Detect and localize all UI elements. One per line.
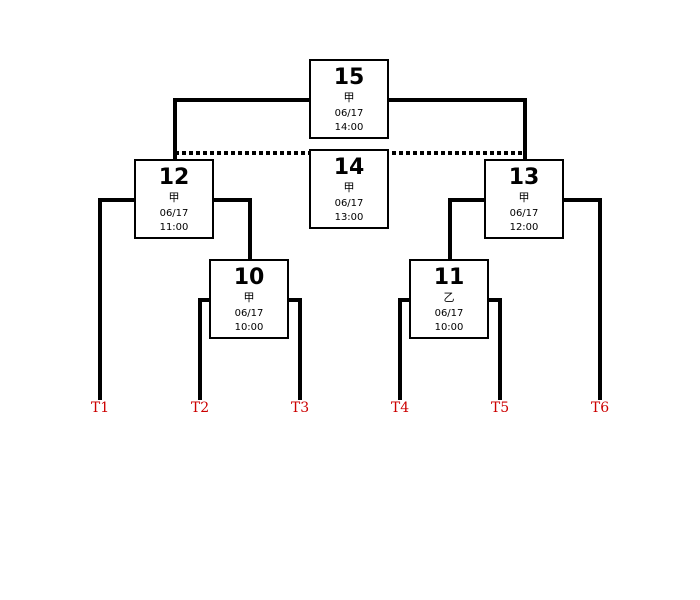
team-label-t2: T2 [190,400,210,416]
match-date: 06/17 [159,208,189,219]
match-date: 06/17 [434,308,464,319]
match-box-12: 12 甲 06/17 11:00 [134,159,214,239]
match-box-14: 14 甲 06/17 13:00 [309,149,389,229]
team-label-t4: T4 [390,400,410,416]
match-number: 10 [233,265,265,290]
match-time: 10:00 [434,322,464,333]
match-court: 甲 [243,291,255,304]
match-court: 甲 [343,181,355,194]
match-time: 10:00 [234,322,264,333]
match-number: 12 [158,165,190,190]
team-label-t6: T6 [590,400,610,416]
match-number: 13 [508,165,540,190]
match-date: 06/17 [509,208,539,219]
match-box-13: 13 甲 06/17 12:00 [484,159,564,239]
match-date: 06/17 [334,108,364,119]
match-number: 11 [433,265,465,290]
connector-m12 [98,198,252,400]
match-time: 14:00 [334,122,364,133]
team-label-t5: T5 [490,400,510,416]
match-court: 甲 [343,91,355,104]
match-time: 12:00 [509,222,539,233]
connector-m13 [448,198,602,400]
match-court: 甲 [168,191,180,204]
match-box-11: 11 乙 06/17 10:00 [409,259,489,339]
match-court: 甲 [518,191,530,204]
match-number: 14 [333,155,365,180]
match-date: 06/17 [334,198,364,209]
match-time: 11:00 [159,222,189,233]
match-date: 06/17 [234,308,264,319]
connector-m10 [198,298,302,400]
match-box-10: 10 甲 06/17 10:00 [209,259,289,339]
team-label-t1: T1 [90,400,110,416]
team-label-t3: T3 [290,400,310,416]
match-number: 15 [333,65,365,90]
connector-final [173,98,527,162]
match-time: 13:00 [334,212,364,223]
match-court: 乙 [443,291,455,304]
match-box-15: 15 甲 06/17 14:00 [309,59,389,139]
connector-m11 [398,298,502,400]
